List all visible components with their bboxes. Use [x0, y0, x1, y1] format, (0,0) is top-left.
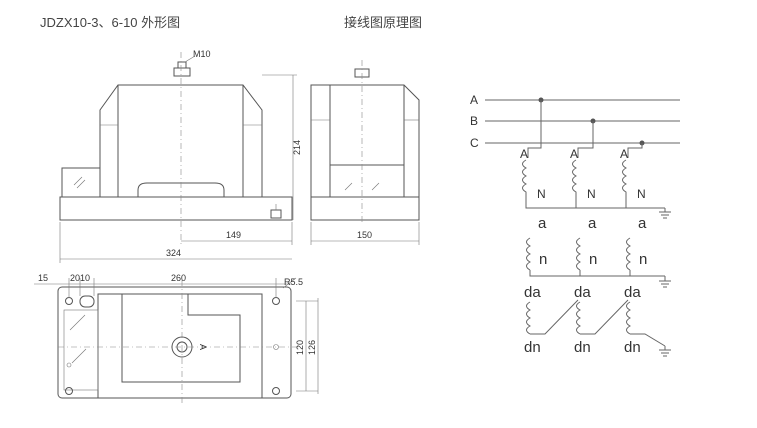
- residual-top-label-1: da: [524, 284, 541, 301]
- phase-label-c: C: [470, 136, 479, 150]
- secondary-bottom-label-1: n: [539, 251, 547, 268]
- secondary-top-label-1: a: [538, 215, 547, 232]
- phase-label-a: A: [470, 93, 478, 107]
- dim-260: 260: [171, 273, 186, 283]
- dim-149: 149: [226, 230, 241, 240]
- primary-bottom-label-1: N: [537, 187, 546, 201]
- residual-bottom-label-2: dn: [574, 339, 591, 356]
- residual-bottom-label-1: dn: [524, 339, 541, 356]
- outline-drawing-title: JDZX10-3、6-10 外形图: [40, 15, 181, 30]
- plan-view: [34, 277, 319, 405]
- plan-arrow-a: A: [198, 344, 208, 350]
- wiring-diagram: [485, 97, 680, 357]
- dim-126: 126: [307, 340, 317, 355]
- dim-2010: 2010: [70, 273, 90, 283]
- front-view: [59, 52, 297, 263]
- residual-top-label-2: da: [574, 284, 591, 301]
- primary-top-label-1: A: [520, 147, 528, 161]
- side-view: [310, 60, 420, 245]
- phase-label-b: B: [470, 114, 478, 128]
- dim-15: 15: [38, 273, 48, 283]
- dim-150: 150: [357, 230, 372, 240]
- dim-120: 120: [295, 340, 305, 355]
- primary-top-label-2: A: [570, 147, 578, 161]
- wiring-diagram-title: 接线图原理图: [344, 15, 423, 30]
- dim-m10: M10: [193, 49, 211, 59]
- dim-r5-5: R5.5: [284, 277, 303, 287]
- secondary-bottom-label-2: n: [589, 251, 597, 268]
- primary-top-label-3: A: [620, 147, 628, 161]
- dim-height-214: 214: [292, 140, 302, 155]
- residual-bottom-label-3: dn: [624, 339, 641, 356]
- secondary-top-label-2: a: [588, 215, 597, 232]
- dim-324: 324: [166, 248, 181, 258]
- primary-bottom-label-2: N: [587, 187, 596, 201]
- secondary-top-label-3: a: [638, 215, 647, 232]
- primary-bottom-label-3: N: [637, 187, 646, 201]
- secondary-bottom-label-3: n: [639, 251, 647, 268]
- residual-top-label-3: da: [624, 284, 641, 301]
